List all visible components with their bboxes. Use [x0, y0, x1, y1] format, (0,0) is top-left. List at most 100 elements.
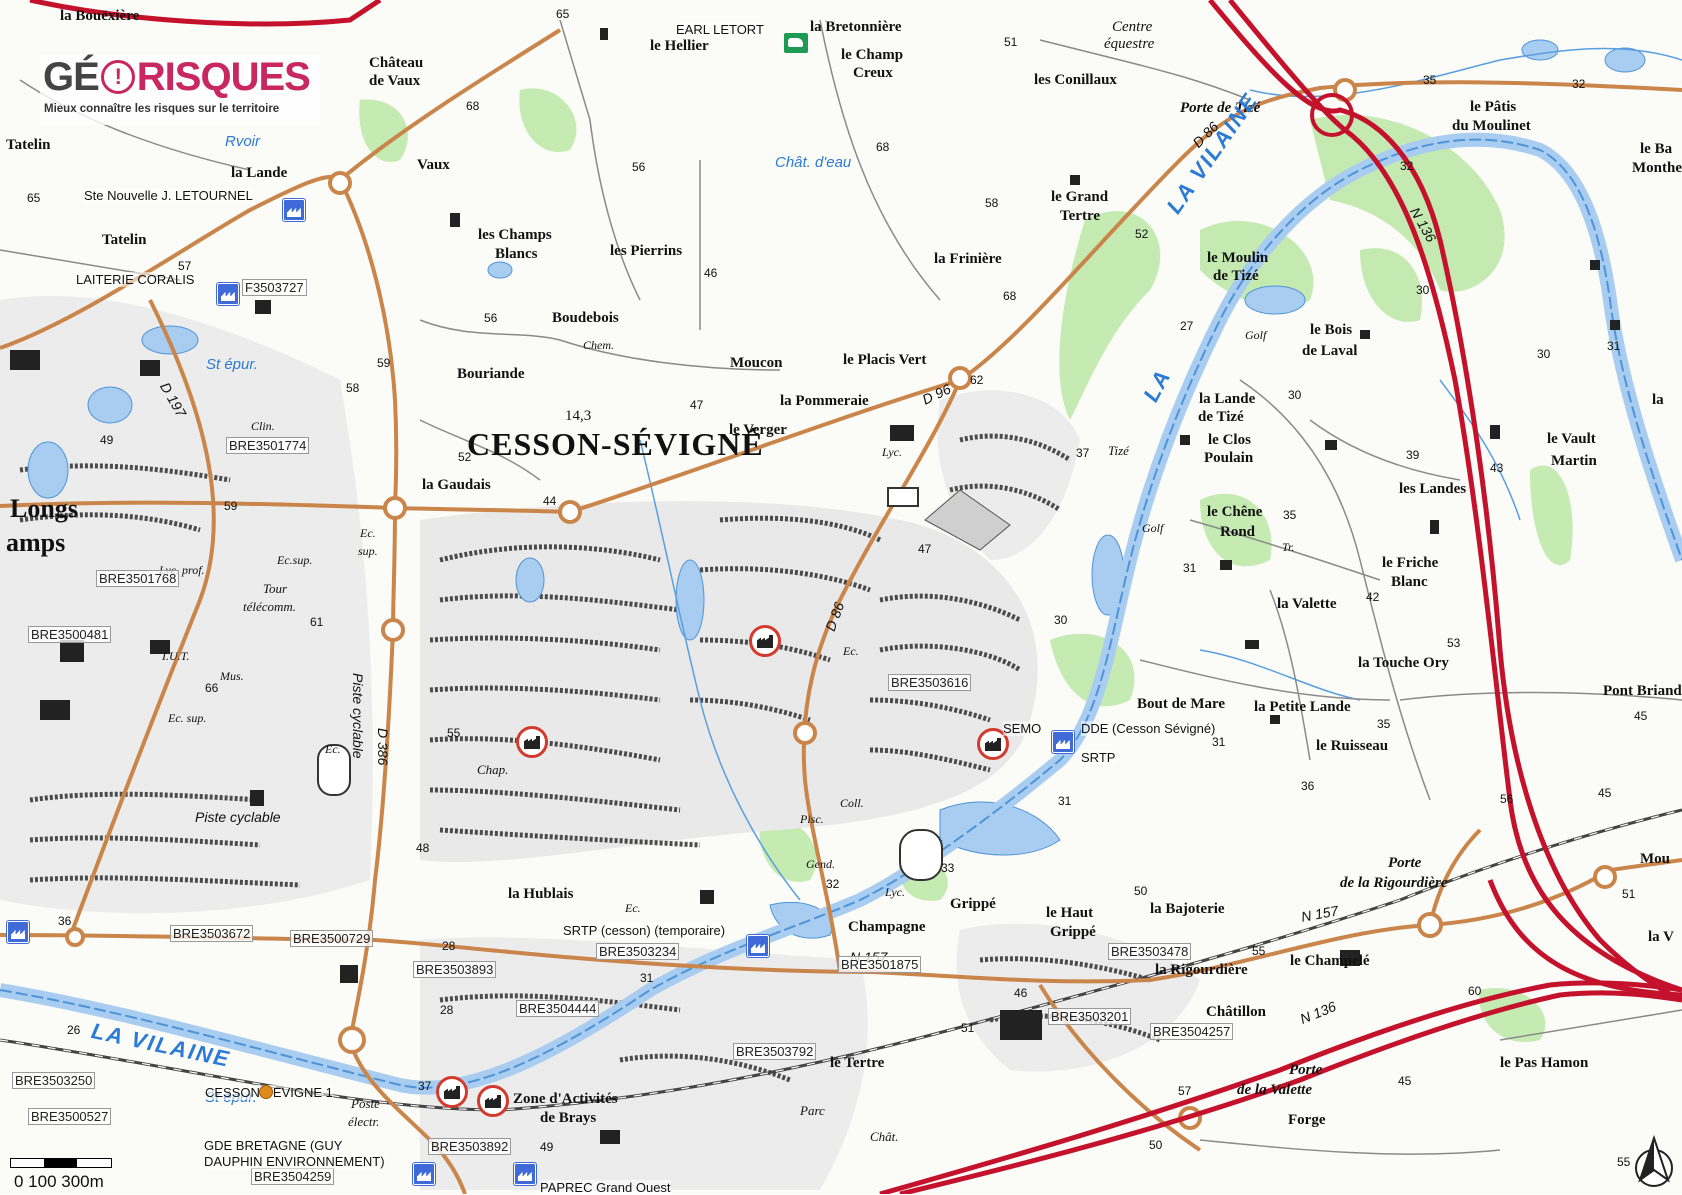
- industrial-risk-icon[interactable]: [516, 726, 548, 758]
- spot-height: 59: [224, 499, 238, 513]
- town-label: CESSON-SÉVIGNÉ: [467, 426, 764, 462]
- spot-height: 45: [1634, 709, 1648, 723]
- installation-label[interactable]: SEMO: [1003, 721, 1042, 736]
- place-name: Monthe: [1632, 160, 1682, 176]
- spot-height: 68: [466, 99, 480, 113]
- factory-icon[interactable]: [217, 283, 239, 305]
- spot-height: 53: [1447, 636, 1461, 650]
- place-name: la Bouëxière: [60, 8, 140, 24]
- factory-icon[interactable]: [514, 1163, 536, 1185]
- place-name: de Vaux: [369, 73, 421, 89]
- polluted-site-label[interactable]: BRE3500481: [28, 626, 112, 643]
- spot-height: 44: [543, 494, 557, 508]
- place-name: Porte: [1289, 1062, 1323, 1078]
- factory-icon[interactable]: [747, 935, 769, 957]
- place-name: le Chêne: [1207, 504, 1263, 520]
- polluted-site-label[interactable]: BRE3503250: [12, 1072, 96, 1089]
- place-name: Mou: [1640, 851, 1670, 867]
- spot-height: 28: [440, 1003, 454, 1017]
- polluted-site-label[interactable]: BRE3503672: [170, 925, 254, 942]
- polluted-site-label[interactable]: BRE3503616: [888, 674, 972, 691]
- polluted-site-label[interactable]: BRE3503892: [428, 1138, 512, 1155]
- place-name: la Lande: [231, 165, 288, 181]
- spot-height: 49: [100, 433, 114, 447]
- place-name: Tizé: [1108, 443, 1129, 458]
- industrial-risk-icon[interactable]: [977, 728, 1009, 760]
- place-name: le Champelé: [1290, 953, 1370, 969]
- place-name: de la Valette: [1237, 1082, 1312, 1098]
- factory-icon[interactable]: [7, 921, 29, 943]
- place-name: le Haut: [1046, 905, 1094, 921]
- place-name: de Brays: [540, 1110, 597, 1126]
- place-name: la Rigourdière: [1155, 962, 1248, 978]
- spot-height: 31: [640, 971, 654, 985]
- place-name: Bout de Mare: [1137, 696, 1226, 712]
- spot-height: 30: [1054, 613, 1068, 627]
- industrial-risk-icon[interactable]: [436, 1076, 468, 1108]
- place-name: Château: [369, 55, 424, 71]
- place-name: Grippé: [1050, 924, 1096, 940]
- place-name: le Bois: [1310, 322, 1353, 338]
- spot-height: 58: [346, 381, 360, 395]
- place-name: Porte de Tizé: [1180, 100, 1261, 116]
- polluted-site-label[interactable]: BRE3501875: [838, 956, 922, 973]
- place-name: Tatelin: [6, 137, 51, 153]
- place-name: Boudebois: [552, 310, 619, 326]
- polluted-site-label[interactable]: F3503727: [242, 279, 307, 296]
- polluted-site-label[interactable]: BRE3500527: [28, 1108, 112, 1125]
- place-name: la Frinière: [934, 251, 1002, 267]
- installation-label[interactable]: DDE (Cesson Sévigné): [1081, 721, 1216, 736]
- place-name: le Moulin: [1207, 250, 1269, 266]
- industrial-risk-icon[interactable]: [749, 625, 781, 657]
- installation-label[interactable]: DAUPHIN ENVIRONNEMENT): [204, 1154, 385, 1169]
- place-name: Porte: [1388, 855, 1422, 871]
- place-name: Poulain: [1204, 450, 1254, 466]
- installation-label[interactable]: SRTP (cesson) (temporaire): [563, 923, 726, 938]
- nuclear-site-icon[interactable]: [259, 1085, 273, 1099]
- installation-label[interactable]: PAPREC Grand Ouest: [540, 1180, 671, 1195]
- spot-height: 33: [941, 861, 955, 875]
- place-name: la Bajoterie: [1150, 901, 1225, 917]
- polluted-site-label[interactable]: BRE3504257: [1150, 1023, 1234, 1040]
- farm-vehicle-icon[interactable]: [784, 33, 808, 53]
- place-name: Ec.sup.: [277, 553, 313, 567]
- polluted-site-label[interactable]: BRE3503893: [413, 961, 497, 978]
- place-name: la Bretonnière: [810, 19, 902, 35]
- water-feature-label: St épur.: [206, 356, 258, 373]
- place-name: Golf: [1245, 328, 1267, 342]
- polluted-site-label[interactable]: BRE3504444: [516, 1000, 600, 1017]
- place-name: de Tizé: [1213, 268, 1259, 284]
- factory-icon[interactable]: [283, 199, 305, 221]
- place-name: Chât.: [870, 1129, 899, 1144]
- logo-title-ge: GÉ: [43, 55, 100, 99]
- place-name: électr.: [348, 1114, 380, 1129]
- polluted-site-label[interactable]: BRE3503234: [596, 943, 680, 960]
- place-name: le Clos: [1208, 432, 1251, 448]
- place-name: équestre: [1104, 36, 1155, 52]
- polluted-site-label[interactable]: BRE3501774: [226, 437, 310, 454]
- industrial-risk-icon[interactable]: [477, 1085, 509, 1117]
- logo-title-rest: RISQUES: [136, 55, 311, 99]
- spot-height: 45: [1398, 1074, 1412, 1088]
- polluted-site-label[interactable]: BRE3503201: [1048, 1008, 1132, 1025]
- polluted-site-label[interactable]: BRE3504259: [251, 1168, 335, 1185]
- spot-height: 56: [484, 311, 498, 325]
- installation-label[interactable]: LAITERIE CORALIS: [76, 272, 195, 287]
- installation-label[interactable]: EARL LETORT: [676, 22, 764, 37]
- place-name: Zone d'Activités: [513, 1091, 618, 1107]
- place-name: Tr.: [1282, 540, 1295, 554]
- installation-label[interactable]: SRTP: [1081, 750, 1116, 765]
- factory-icon[interactable]: [413, 1163, 435, 1185]
- installation-label[interactable]: Ste Nouvelle J. LETOURNEL: [84, 188, 253, 203]
- place-name: Tertre: [1060, 208, 1100, 224]
- spot-height: 61: [310, 615, 324, 629]
- polluted-site-label[interactable]: BRE3503792: [733, 1043, 817, 1060]
- polluted-site-label[interactable]: BRE3501768: [96, 570, 180, 587]
- installation-label[interactable]: GDE BRETAGNE (GUY: [204, 1138, 343, 1153]
- spot-height: 52: [1135, 227, 1149, 241]
- polluted-site-label[interactable]: BRE3500729: [290, 930, 374, 947]
- polluted-site-label[interactable]: BRE3503478: [1108, 943, 1192, 960]
- spot-height: 51: [1004, 35, 1018, 49]
- factory-icon[interactable]: [1052, 731, 1074, 753]
